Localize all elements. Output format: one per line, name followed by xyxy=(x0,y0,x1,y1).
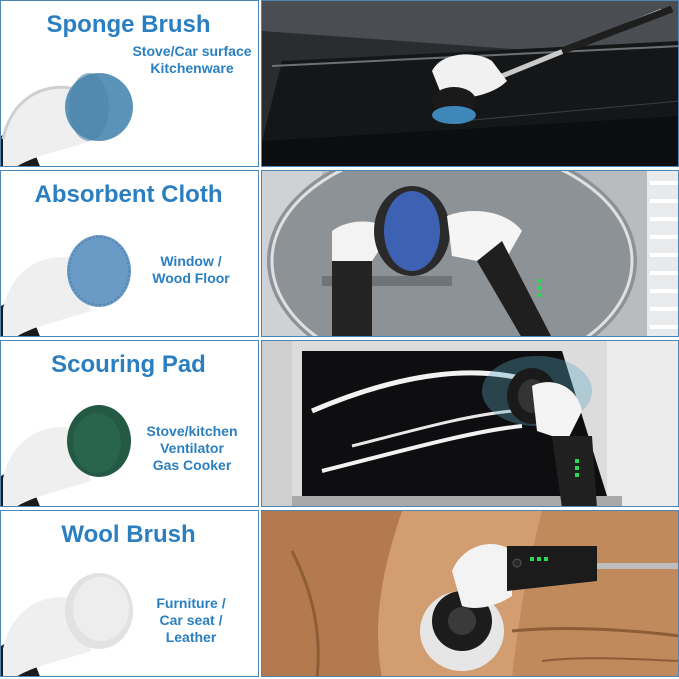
scene-photo-car xyxy=(261,0,679,167)
use-case-text: Furniture / Car seat / Leather xyxy=(141,595,241,646)
brush-head-illustration xyxy=(1,573,133,676)
panel-absorbent-cloth: Absorbent Cloth Window / Wood Floor xyxy=(0,170,679,339)
use-case-line: Stove/Car surface xyxy=(132,43,252,59)
use-case-line: Furniture / xyxy=(156,595,226,611)
use-case-line: Gas Cooker xyxy=(152,457,232,473)
brush-head-illustration xyxy=(1,73,133,166)
pad-card: Sponge Brush Stove/Car surface Kitchenwa… xyxy=(0,0,259,167)
panel-title: Absorbent Cloth xyxy=(34,181,223,208)
panel-title: Scouring Pad xyxy=(51,351,206,378)
panel-scouring-pad: Scouring Pad Stove/kitchen Ventilator Ga… xyxy=(0,340,679,509)
use-case-line: Window / xyxy=(160,253,222,269)
panel-wool-brush: Wool Brush Furniture / Car seat / Leathe… xyxy=(0,510,679,679)
panel-sponge-brush: Sponge Brush Stove/Car surface Kitchenwa… xyxy=(0,0,679,169)
scene-photo-hood xyxy=(261,340,679,507)
use-case-line: Leather xyxy=(165,629,217,645)
use-case-line: Wood Floor xyxy=(152,270,230,286)
pad-card: Absorbent Cloth Window / Wood Floor xyxy=(0,170,259,337)
panel-title: Sponge Brush xyxy=(46,11,211,38)
pad-card: Scouring Pad Stove/kitchen Ventilator Ga… xyxy=(0,340,259,507)
use-case-line: Kitchenware xyxy=(150,60,234,76)
leather-seat-photo xyxy=(262,511,678,676)
range-hood-photo xyxy=(262,341,678,506)
use-case-text: Stove/kitchen Ventilator Gas Cooker xyxy=(137,423,247,474)
panel-title: Wool Brush xyxy=(61,521,196,548)
car-surface-photo xyxy=(262,1,678,166)
brush-head-illustration xyxy=(1,235,131,336)
use-case-line: Ventilator xyxy=(160,440,224,456)
use-case-line: Car seat / xyxy=(159,612,223,628)
use-case-text: Stove/Car surface Kitchenware xyxy=(127,43,257,77)
scene-photo-leather xyxy=(261,510,679,677)
use-case-line: Stove/kitchen xyxy=(146,423,238,439)
brush-head-illustration xyxy=(1,405,131,506)
use-case-text: Window / Wood Floor xyxy=(141,253,241,287)
window-photo xyxy=(262,171,678,336)
scene-photo-window xyxy=(261,170,679,337)
pad-card: Wool Brush Furniture / Car seat / Leathe… xyxy=(0,510,259,677)
